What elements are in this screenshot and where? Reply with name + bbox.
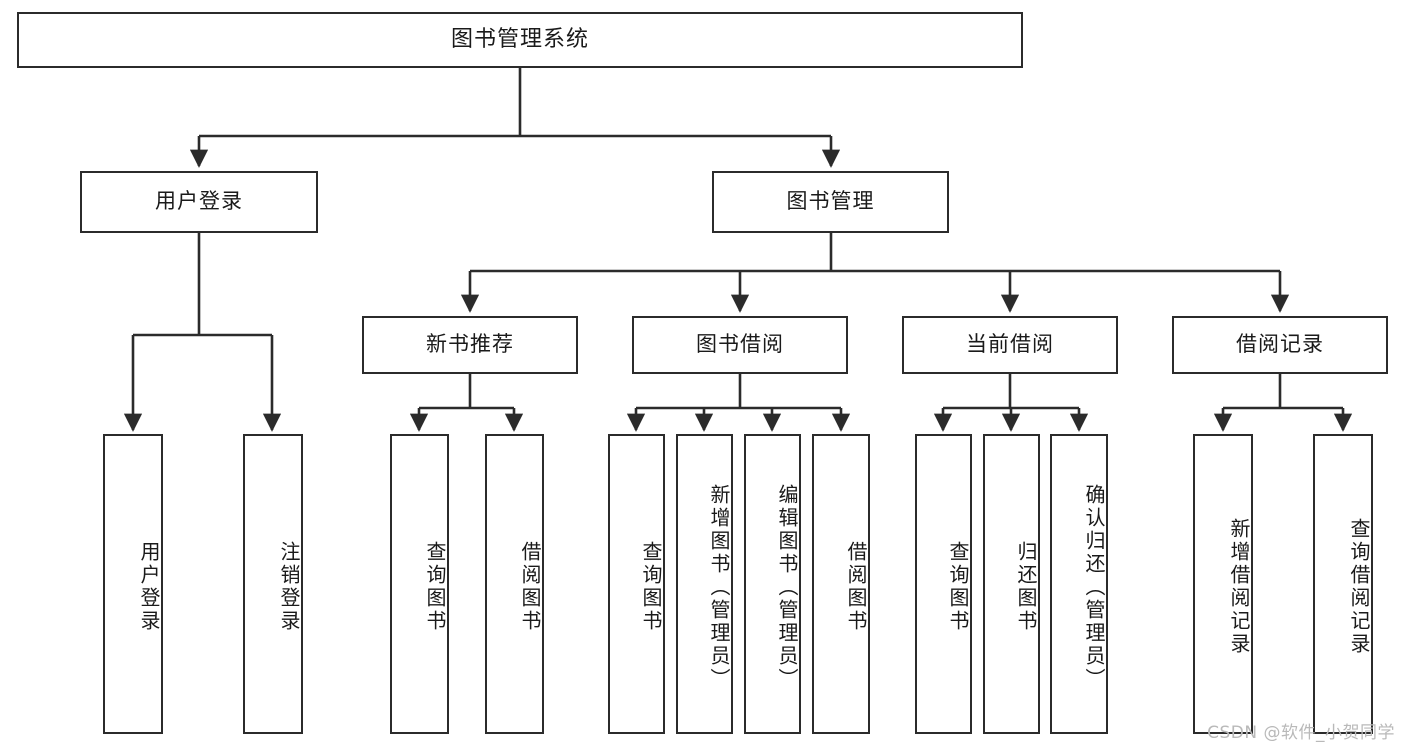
- leaf-user-login[interactable]: 用户登录: [103, 434, 163, 734]
- leaf-logout[interactable]: 注销登录: [243, 434, 303, 734]
- node-current-borrow[interactable]: 当前借阅: [902, 316, 1118, 374]
- node-user-login[interactable]: 用户登录: [80, 171, 318, 233]
- leaf-borrow-book-recommend[interactable]: 借阅图书: [485, 434, 544, 734]
- leaf-add-book[interactable]: 新增图书（管理员）: [676, 434, 733, 734]
- leaf-confirm-return[interactable]: 确认归还（管理员）: [1050, 434, 1108, 734]
- leaf-label: 借阅图书: [518, 541, 542, 633]
- leaf-label: 查询图书: [639, 541, 663, 633]
- node-book-management[interactable]: 图书管理: [712, 171, 949, 233]
- leaf-label: 新增图书（管理员）: [707, 483, 731, 691]
- leaf-edit-book[interactable]: 编辑图书（管理员）: [744, 434, 801, 734]
- leaf-return-book[interactable]: 归还图书: [983, 434, 1040, 734]
- leaf-query-book-borrow[interactable]: 查询图书: [608, 434, 665, 734]
- leaf-borrow-book[interactable]: 借阅图书: [812, 434, 870, 734]
- leaf-label: 归还图书: [1014, 541, 1038, 633]
- leaf-label: 编辑图书（管理员）: [775, 483, 799, 691]
- node-book-borrow[interactable]: 图书借阅: [632, 316, 848, 374]
- watermark-csdn: CSDN @软件_小贺同学: [1207, 723, 1395, 743]
- leaf-label: 注销登录: [277, 541, 301, 633]
- leaf-label: 查询图书: [423, 541, 447, 633]
- leaf-add-borrow-record[interactable]: 新增借阅记录: [1193, 434, 1253, 734]
- leaf-label: 查询借阅记录: [1347, 518, 1371, 656]
- leaf-label: 新增借阅记录: [1227, 518, 1251, 656]
- leaf-query-borrow-record[interactable]: 查询借阅记录: [1313, 434, 1373, 734]
- leaf-label: 查询图书: [946, 541, 970, 633]
- node-new-book-recommend[interactable]: 新书推荐: [362, 316, 578, 374]
- node-root-system[interactable]: 图书管理系统: [17, 12, 1023, 68]
- leaf-query-book-recommend[interactable]: 查询图书: [390, 434, 449, 734]
- leaf-label: 用户登录: [137, 541, 161, 633]
- leaf-label: 借阅图书: [844, 541, 868, 633]
- node-borrow-record[interactable]: 借阅记录: [1172, 316, 1388, 374]
- leaf-label: 确认归还（管理员）: [1082, 483, 1106, 691]
- leaf-query-book-current[interactable]: 查询图书: [915, 434, 972, 734]
